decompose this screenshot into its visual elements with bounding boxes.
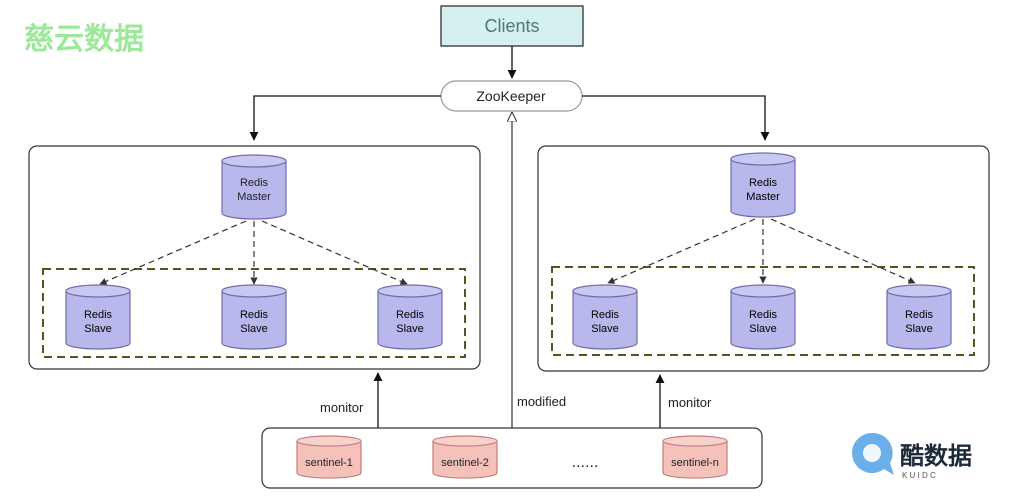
left-slave-1-label-line2: Slave (84, 323, 112, 335)
right-slave-2-label-line1: Redis (749, 309, 778, 321)
left-master-label-line2: Master (237, 191, 271, 203)
left-redis-slave-2: Redis Slave (221, 284, 287, 350)
sentinel-1-label: sentinel-1 (305, 457, 353, 469)
right-slave-3-label-line1: Redis (905, 309, 934, 321)
monitor-right-label: monitor (668, 395, 712, 410)
right-redis-master: Redis Master (730, 152, 796, 218)
right-master-label-line2: Master (746, 191, 780, 203)
logo-text: 酷数据 (900, 442, 972, 470)
left-slave-3-label-line1: Redis (396, 309, 425, 321)
left-redis-master: Redis Master (221, 154, 287, 220)
left-replication-arrow-1 (99, 220, 247, 285)
right-replication-arrow-1 (607, 218, 756, 284)
kuidc-logo: 酷数据 K U I D C (852, 432, 972, 480)
monitor-left-label: monitor (320, 400, 364, 415)
logo-subtext: K U I D C (902, 471, 936, 480)
zookeeper-to-left-group-arrow (249, 95, 441, 141)
zookeeper-to-right-group-arrow (582, 95, 770, 141)
right-redis-slave-3: Redis Slave (886, 284, 952, 350)
right-slave-2-label-line2: Slave (749, 323, 777, 335)
left-slave-2-label-line2: Slave (240, 323, 268, 335)
left-redis-slave-1: Redis Slave (65, 284, 131, 350)
left-slave-3-label-line2: Slave (396, 323, 424, 335)
sentinel-2-node: sentinel-2 (432, 435, 498, 479)
sentinel-2-label: sentinel-2 (441, 457, 489, 469)
right-redis-slave-1: Redis Slave (572, 284, 638, 350)
right-slave-1-label-line2: Slave (591, 323, 619, 335)
sentinel-1-node: sentinel-1 (296, 435, 362, 479)
left-slave-2-label-line1: Redis (240, 309, 269, 321)
right-redis-slave-2: Redis Slave (730, 284, 796, 350)
logo-bubble-inner-icon (863, 444, 881, 462)
sentinel-ellipsis: ...... (572, 454, 599, 471)
modified-label: modified (517, 394, 566, 409)
right-slave-1-label-line1: Redis (591, 309, 620, 321)
left-master-label-line1: Redis (240, 177, 269, 189)
right-redis-group: Redis Master Redis Slave Redis Slave Red… (537, 145, 990, 372)
left-replication-arrow-3 (261, 220, 408, 285)
left-redis-group: Redis Master Redis Slave Redis Slave Red… (28, 145, 481, 370)
zookeeper-label: ZooKeeper (476, 88, 546, 104)
watermark-text: 慈云数据 (24, 22, 144, 57)
zookeeper-node: ZooKeeper (440, 80, 583, 112)
sentinel-n-label: sentinel-n (671, 457, 719, 469)
right-slave-group-dashed-box (551, 266, 975, 356)
left-slave-group-dashed-box (42, 268, 466, 358)
sentinel-n-node: sentinel-n (662, 435, 728, 479)
left-slave-1-label-line1: Redis (84, 309, 113, 321)
sentinel-cluster: sentinel-1 sentinel-2 ...... sentinel-n (261, 427, 763, 489)
left-redis-slave-3: Redis Slave (377, 284, 443, 350)
clients-label: Clients (484, 16, 539, 36)
clients-node: Clients (440, 5, 584, 47)
right-master-label-line1: Redis (749, 177, 778, 189)
right-slave-3-label-line2: Slave (905, 323, 933, 335)
right-replication-arrow-3 (770, 218, 916, 284)
